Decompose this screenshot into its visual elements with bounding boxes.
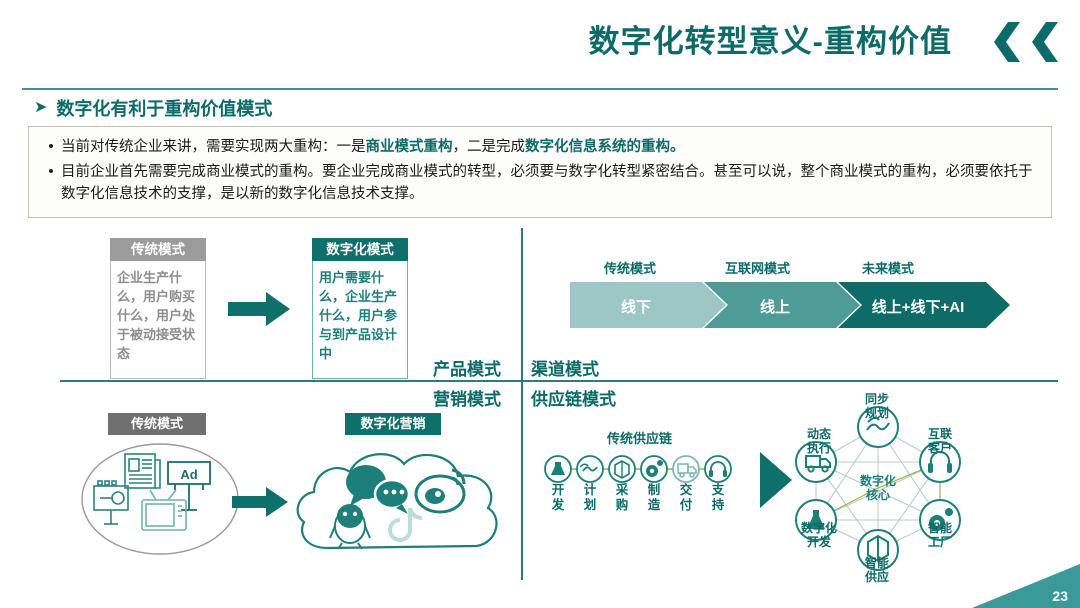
- page-title: 数字化转型意义-重构价值: [588, 24, 952, 59]
- network-label-connected-customer: 互联客户: [927, 427, 952, 455]
- supply-node-label-5: 支持: [711, 483, 725, 512]
- radio-sign-icon: [93, 480, 129, 525]
- quadrant-label-marketing: 营销模式: [433, 390, 501, 409]
- quadrant-vertical-divider: [521, 228, 523, 580]
- headset-icon: [704, 455, 732, 483]
- network-center-line1: 数字化: [860, 473, 896, 488]
- network-label-smart-supply: 智能供应: [864, 556, 889, 584]
- product-traditional-title: 传统模式: [110, 238, 206, 261]
- right-arrow-icon: [228, 292, 290, 326]
- network-center-line2: 核心: [866, 487, 890, 502]
- arrow-bullet-icon: ➤: [34, 99, 48, 116]
- channel-chevron-bar: 线下 线上 线上+线下+AI: [570, 282, 1010, 328]
- quadrant-label-channel: 渠道模式: [531, 360, 599, 379]
- network-label-smart-factory: 智能工厂: [927, 521, 952, 549]
- network-label-dynamic-exec: 动态执行: [806, 427, 831, 455]
- digital-marketing-cloud: [296, 453, 498, 550]
- bullet-text-1: 当前对传统企业来讲，需要实现两大重构：一是商业模式重构，二是完成数字化信息系统的…: [61, 136, 685, 158]
- digital-core-network: 数字化 核心: [795, 406, 961, 571]
- bullet-line-2: • 目前企业首先需要完成商业模式的重构。要企业完成商业模式的转型，必须要与数字化…: [41, 161, 1039, 205]
- bullet-dot: •: [48, 163, 54, 180]
- quadrant-horizontal-divider-left: [60, 380, 522, 382]
- section-heading-label: 数字化有利于重构价值模式: [56, 99, 273, 119]
- channel-chevron-2: [838, 282, 1010, 328]
- product-traditional-card: 传统模式 企业生产什么，用户购买什么，用户处于被动接受状态: [110, 238, 206, 379]
- channel-value-1: 线上: [760, 298, 790, 316]
- marketing-digital-title: 数字化营销: [345, 413, 441, 435]
- supply-chain-title: 传统供应链: [607, 431, 673, 446]
- page-number: 23: [1052, 588, 1068, 604]
- wechat-icon: [346, 465, 411, 514]
- supply-node-label-0: 开发: [551, 483, 565, 512]
- product-traditional-body: 企业生产什么，用户购买什么，用户处于被动接受状态: [110, 261, 206, 379]
- line1-bold-1: 商业模式重构: [365, 139, 453, 155]
- line1-bold-2: 数字化信息系统的重构。: [525, 139, 685, 155]
- channel-chevron-1: [704, 282, 860, 328]
- newspaper-icon: [124, 453, 161, 489]
- product-digital-body: 用户需要什么，企业生产什么，用户参与到产品设计中: [312, 261, 408, 379]
- section-heading: ➤ 数字化有利于重构价值模式: [34, 95, 272, 121]
- network-label-sync-planning: 同步规划: [864, 392, 889, 420]
- product-digital-card: 数字化模式 用户需要什么，企业生产什么，用户参与到产品设计中: [312, 238, 408, 379]
- traditional-supply-chain: [544, 455, 732, 483]
- bullet-dot: •: [48, 138, 54, 155]
- line1-pre: 当前对传统企业来讲，需要实现两大重构：一是: [61, 139, 366, 155]
- right-arrow-icon: [232, 487, 288, 517]
- double-chevron-left-icon: [986, 22, 1058, 62]
- billboard-ad-icon: Ad: [167, 461, 211, 511]
- header-divider: [22, 88, 1058, 90]
- bullet-line-1: • 当前对传统企业来讲，需要实现两大重构：一是商业模式重构，二是完成数字化信息系…: [41, 136, 1039, 158]
- marketing-traditional-title: 传统模式: [108, 413, 206, 435]
- description-textbox: • 当前对传统企业来讲，需要实现两大重构：一是商业模式重构，二是完成数字化信息系…: [28, 126, 1052, 218]
- supply-node-label-4: 交付: [679, 483, 693, 512]
- weibo-icon: [414, 468, 466, 514]
- triangle-right-icon: [760, 452, 792, 508]
- chevron-left-icon-1: [994, 22, 1020, 62]
- traditional-media-oval: Ad: [81, 443, 239, 555]
- chevron-left-icon-2: [1032, 22, 1058, 62]
- bullet-text-2: 目前企业首先需要完成商业模式的重构。要企业完成商业模式的转型，必须要与数字化转型…: [61, 164, 1033, 202]
- qq-penguin-icon: [329, 504, 371, 550]
- channel-label-2: 未来模式: [862, 261, 915, 276]
- tiktok-icon: [388, 507, 423, 542]
- quadrant-label-supply-chain: 供应链模式: [531, 390, 616, 409]
- channel-value-0: 线下: [621, 298, 651, 316]
- supply-node-label-2: 采购: [615, 483, 629, 512]
- channel-label-1: 互联网模式: [725, 261, 791, 276]
- television-icon: [141, 489, 187, 531]
- slide-header: 数字化转型意义-重构价值: [0, 0, 1080, 78]
- channel-label-0: 传统模式: [604, 261, 657, 276]
- quadrant-horizontal-divider-right: [523, 380, 1058, 382]
- product-digital-title: 数字化模式: [312, 238, 408, 261]
- network-label-digital-dev: 数字化开发: [800, 521, 837, 549]
- line1-mid: ，二是完成: [452, 139, 526, 155]
- supply-node-label-3: 制造: [647, 483, 661, 512]
- channel-stage-labels: 传统模式 互联网模式 未来模式: [560, 258, 1040, 278]
- svg-text:Ad: Ad: [180, 467, 197, 482]
- supply-node-label-1: 计划: [583, 483, 597, 512]
- channel-chevron-0: [570, 282, 726, 328]
- quadrant-label-product: 产品模式: [433, 360, 501, 379]
- channel-value-2: 线上+线下+AI: [872, 298, 965, 316]
